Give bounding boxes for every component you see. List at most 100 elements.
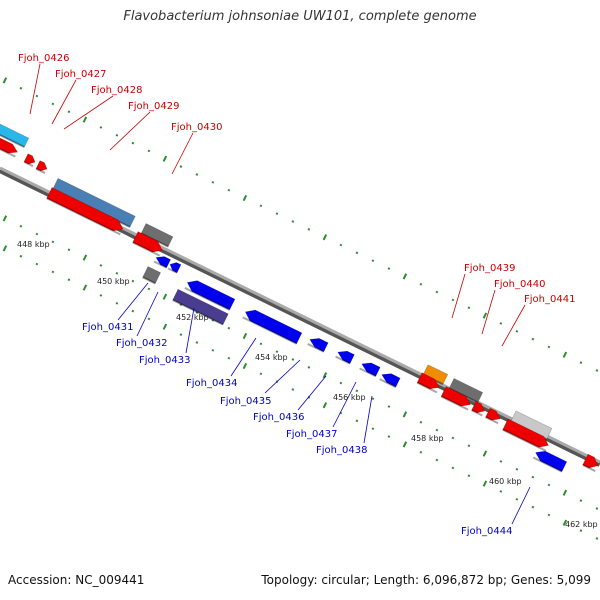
tick-track-outer xyxy=(355,251,359,255)
gene-label-fjoh-0428[interactable]: Fjoh_0428 xyxy=(91,85,142,96)
gene-forward-body xyxy=(485,407,501,421)
tick-track-inner-2 xyxy=(562,519,568,526)
tick-track-inner-2 xyxy=(147,317,151,321)
gene-fjoh-0436-body xyxy=(337,350,355,365)
gene-fjoh-0431 xyxy=(153,256,171,269)
gene-fjoh-0434 xyxy=(242,309,303,345)
gene-forward-shade xyxy=(582,463,596,472)
gene-fjoh-0444 xyxy=(532,450,568,473)
gene-label-fjoh-0444[interactable]: Fjoh_0444 xyxy=(461,526,512,537)
gene-reverse-body xyxy=(186,280,236,311)
tick-track-inner-2 xyxy=(162,323,168,330)
tick-track-inner-2 xyxy=(259,372,263,376)
gene-fjoh-0433-shade xyxy=(172,299,224,326)
tick-track-inner xyxy=(435,428,439,432)
gene-label-fjoh-0434[interactable]: Fjoh_0434 xyxy=(186,378,237,389)
tick-track-outer xyxy=(307,228,311,231)
scale-label: 460 kbp xyxy=(489,477,522,486)
leader-line xyxy=(171,132,194,175)
scale-label: 452 kbp xyxy=(176,313,209,322)
gene-fjoh-0436-shade xyxy=(335,355,351,365)
tick-track-inner-2 xyxy=(499,490,503,493)
scale-label: 450 kbp xyxy=(97,277,130,286)
tick-track-inner xyxy=(387,405,391,408)
gene-forward-body xyxy=(46,187,124,232)
gene-forward-shade xyxy=(0,146,16,158)
tick-track-inner xyxy=(419,420,423,424)
gene-label-fjoh-0432[interactable]: Fjoh_0432 xyxy=(116,338,167,349)
gene-label-fjoh-0427[interactable]: Fjoh_0427 xyxy=(55,69,106,80)
gene-label-fjoh-0441[interactable]: Fjoh_0441 xyxy=(524,294,575,305)
tick-track-inner xyxy=(147,287,151,291)
gene-forward xyxy=(0,137,19,158)
tick-track-inner-2 xyxy=(435,458,439,462)
tick-track-inner-2 xyxy=(355,419,359,423)
leader-line xyxy=(51,79,77,125)
tick-track-inner-2 xyxy=(531,505,535,509)
tick-track-inner xyxy=(322,372,328,379)
accession-text: Accession: NC_009441 xyxy=(8,573,145,587)
gene-fjoh-0433 xyxy=(172,288,229,326)
gene-label-fjoh-0429[interactable]: Fjoh_0429 xyxy=(128,101,179,112)
gene-fjoh-0438 xyxy=(379,373,401,388)
map-title: Flavobacterium johnsoniae UW101, complet… xyxy=(123,9,477,24)
tick-track-inner-2 xyxy=(67,278,71,282)
tick-track-inner-2 xyxy=(371,427,375,431)
leader-line xyxy=(109,111,151,151)
gene-track xyxy=(0,123,599,473)
gene-labels: Fjoh_0426 Fjoh_0427 Fjoh_0428 Fjoh_0429 … xyxy=(18,53,575,537)
tick-track-inner-2 xyxy=(451,466,455,470)
gene-forward-shade xyxy=(132,241,161,257)
gene-forward-shade xyxy=(502,428,547,452)
tick-track-inner xyxy=(2,215,8,222)
tick-track-inner-2 xyxy=(579,529,583,532)
tick-track-inner xyxy=(242,332,248,340)
tick-track-outer xyxy=(35,94,39,98)
gene-label-fjoh-0436[interactable]: Fjoh_0436 xyxy=(253,412,304,423)
gene-forward-body xyxy=(416,372,440,390)
tick-track-outer xyxy=(131,141,135,145)
gene-label-fjoh-0438[interactable]: Fjoh_0438 xyxy=(316,445,367,456)
gene-label-fjoh-0437[interactable]: Fjoh_0437 xyxy=(286,429,337,440)
leader-line xyxy=(363,395,373,444)
gene-label-fjoh-0440[interactable]: Fjoh_0440 xyxy=(494,279,545,290)
gene-fjoh-0444-body xyxy=(535,450,568,472)
tick-track-inner xyxy=(482,450,488,457)
gene-forward-body xyxy=(35,160,48,172)
tick-track-outer xyxy=(402,273,408,280)
tick-track-inner xyxy=(402,411,408,418)
gene-label-fjoh-0430[interactable]: Fjoh_0430 xyxy=(171,122,222,133)
tick-track-inner-2 xyxy=(19,254,23,258)
tick-track-outer xyxy=(291,220,295,223)
tick-track-inner xyxy=(67,248,71,252)
leader-line xyxy=(29,63,41,115)
gene-label-fjoh-0426[interactable]: Fjoh_0426 xyxy=(18,53,69,64)
gene-forward xyxy=(23,153,36,168)
gene-label-fjoh-0439[interactable]: Fjoh_0439 xyxy=(464,263,515,274)
tick-track-outer xyxy=(2,77,8,84)
tick-track-outer xyxy=(371,259,375,263)
gene-fjoh-0437-body xyxy=(361,362,381,377)
gene-forward-shade xyxy=(416,381,438,394)
gene-forward-body xyxy=(471,400,485,414)
tick-track-inner-2 xyxy=(115,301,119,305)
gene-label-fjoh-0435[interactable]: Fjoh_0435 xyxy=(220,396,271,407)
gene-label-fjoh-0431[interactable]: Fjoh_0431 xyxy=(82,322,133,333)
gene-forward-body xyxy=(502,418,549,448)
gene-forward-body xyxy=(0,137,19,154)
gene-fjoh-0434-shade xyxy=(242,316,298,345)
tick-track-inner-2 xyxy=(195,341,199,344)
tick-track-inner-2 xyxy=(131,309,135,313)
gene-label-fjoh-0433[interactable]: Fjoh_0433 xyxy=(139,355,190,366)
gene-forward-body xyxy=(132,231,163,253)
tick-track-inner xyxy=(131,279,135,283)
tick-track-outer xyxy=(19,86,23,90)
tick-track-outer xyxy=(339,243,343,247)
tick-track-inner-2 xyxy=(595,537,599,540)
tick-track-inner xyxy=(227,326,231,330)
tick-track-outer xyxy=(115,133,119,137)
gene-forward-shade xyxy=(471,409,483,417)
tick-track-outer xyxy=(322,234,328,241)
leader-line xyxy=(264,359,301,394)
tick-track-outer xyxy=(242,194,248,202)
